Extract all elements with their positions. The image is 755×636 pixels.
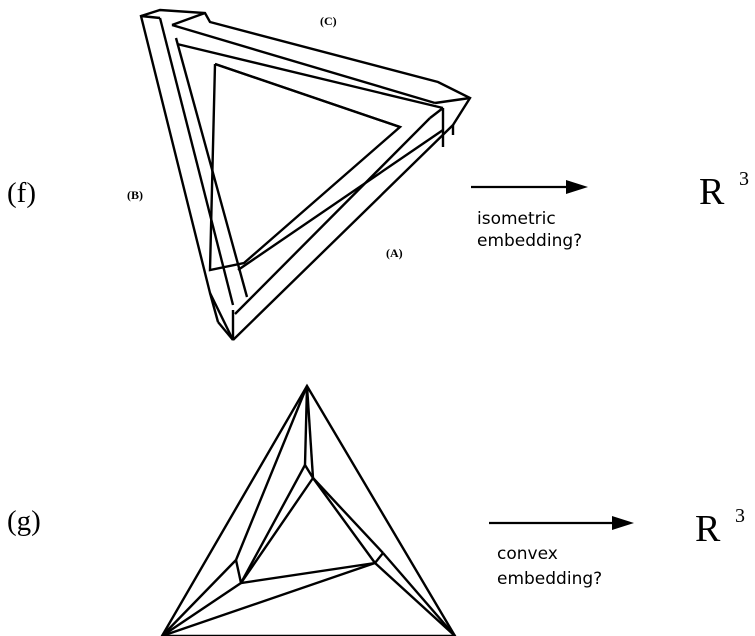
face-edge: [239, 464, 307, 584]
top-bar-edge: [429, 107, 444, 119]
face-edge: [161, 561, 376, 636]
target-space-symbol: R: [695, 508, 721, 550]
right-bar-edge: [217, 321, 234, 341]
face-edge: [374, 562, 456, 636]
impossible-triangle: [139, 8, 472, 341]
inner-triangle: [238, 475, 378, 585]
top-bar-edge: [434, 96, 471, 105]
face-edge: [305, 385, 315, 479]
right-bar-edge: [237, 129, 444, 271]
target-space-exponent: 3: [735, 505, 745, 527]
target-space-symbol: R: [699, 171, 725, 213]
edge-label-c: (C): [320, 14, 337, 28]
arrow-caption-line2: embedding?: [497, 569, 602, 589]
top-bar-edge: [171, 11, 206, 27]
face-edge: [161, 559, 237, 636]
left-bar-edge: [158, 17, 235, 306]
arrow-caption-line1: isometric: [477, 209, 556, 229]
face-edge: [234, 559, 243, 584]
face-edge: [234, 385, 309, 561]
convex-triangle: [160, 383, 457, 636]
top-bar-edge: [176, 42, 444, 110]
triangle-outer-contour: [139, 8, 472, 341]
top-bar-edge: [171, 23, 436, 105]
target-space-exponent: 3: [739, 168, 749, 190]
edge-label-b: (B): [127, 188, 143, 202]
panel-f-label: (f): [7, 177, 36, 209]
panel-g: (g) convex embedding? R 3: [7, 383, 745, 636]
face-edge: [382, 552, 456, 636]
left-bar-edge: [140, 14, 161, 20]
face-edge: [312, 477, 384, 554]
panel-g-label: (g): [7, 505, 41, 537]
arrow-caption-line1: convex: [497, 544, 558, 564]
right-bar-edge: [234, 117, 431, 315]
arrow-right-icon: [471, 180, 588, 194]
inner-triangle: [208, 62, 403, 272]
outer-triangle: [160, 383, 457, 636]
face-edge: [374, 552, 384, 564]
arrow-caption-line2: embedding?: [477, 231, 582, 251]
panel-f: (f) (C) (B) (A): [7, 8, 749, 341]
edge-label-a: (A): [386, 246, 403, 260]
arrow-right-icon: [489, 516, 634, 530]
face-edge: [161, 582, 242, 636]
left-bar-edge: [208, 292, 220, 323]
